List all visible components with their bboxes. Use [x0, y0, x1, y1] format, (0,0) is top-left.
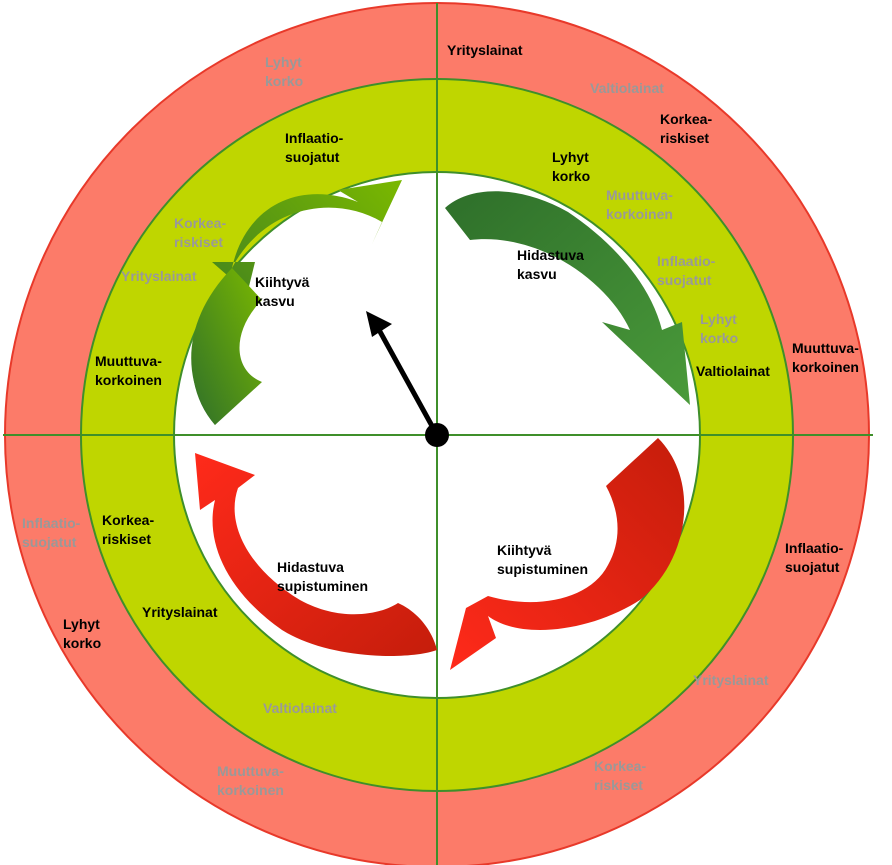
mid-label-corporate-bonds-2: Yrityslainat	[142, 604, 218, 620]
label-line-2: suojatut	[785, 559, 840, 575]
label-line-1: Lyhyt	[265, 54, 302, 70]
label-line-1: Yrityslainat	[693, 672, 769, 688]
label-line-2: korko	[552, 168, 590, 184]
label-line-2: korko	[700, 330, 738, 346]
label-line-2: korko	[63, 635, 101, 651]
outer-label-high-risk: Korkea- riskiset	[660, 111, 716, 146]
label-line-1: Lyhyt	[63, 616, 100, 632]
outer-label-government-bonds: Valtiolainat	[590, 80, 664, 96]
label-line-1: Inflaatio-	[785, 540, 844, 556]
phase-line-2: supistuminen	[497, 561, 588, 577]
label-line-1: Korkea-	[174, 215, 226, 231]
decelerating-contraction-arrow	[195, 453, 437, 656]
label-line-1: Muuttuva-	[95, 353, 162, 369]
mid-label-government-bonds-2: Valtiolainat	[263, 700, 337, 716]
phase-line-1: Hidastuva	[277, 559, 344, 575]
label-line-2: korkoinen	[95, 372, 162, 388]
phase-line-2: kasvu	[517, 266, 557, 282]
label-line-2: suojatut	[22, 534, 77, 550]
label-line-2: korkoinen	[606, 206, 673, 222]
outer-label-floating-rate: Muuttuva- korkoinen	[792, 340, 863, 375]
label-line-1: Yrityslainat	[142, 604, 218, 620]
accelerating-contraction-arrow	[450, 438, 685, 670]
needle-arrowhead	[366, 311, 392, 337]
label-line-1: Inflaatio-	[285, 130, 344, 146]
phase-line-1: Hidastuva	[517, 247, 584, 263]
mid-label-high-risk-2: Korkea- riskiset	[102, 512, 158, 547]
outer-label-corporate-bonds: Yrityslainat	[447, 42, 523, 58]
mid-label-short-rate-2: Lyhyt korko	[700, 311, 741, 346]
mid-label-high-risk: Korkea- riskiset	[174, 215, 230, 250]
outer-label-short-rate-2: Lyhyt korko	[63, 616, 104, 651]
label-line-2: korkoinen	[792, 359, 859, 375]
mid-label-floating-rate: Muuttuva- korkoinen	[95, 353, 166, 388]
phase-line-1: Kiihtyvä	[497, 542, 552, 558]
cycle-needle	[375, 326, 440, 437]
label-line-1: Lyhyt	[552, 149, 589, 165]
label-line-1: Valtiolainat	[263, 700, 337, 716]
label-line-1: Lyhyt	[700, 311, 737, 327]
label-line-2: riskiset	[660, 130, 709, 146]
phase-line-2: kasvu	[255, 293, 295, 309]
mid-label-corporate-bonds: Yrityslainat	[121, 268, 197, 284]
label-line-1: Inflaatio-	[22, 515, 81, 531]
outer-label-short-rate: Lyhyt korko	[265, 54, 306, 89]
outer-label-high-risk-2: Korkea- riskiset	[594, 758, 650, 793]
label-line-2: korko	[265, 73, 303, 89]
label-line-1: Valtiolainat	[696, 363, 770, 379]
phase-line-1: Kiihtyvä	[255, 274, 310, 290]
mid-label-inflation-protected-2: Inflaatio- suojatut	[657, 253, 719, 288]
label-line-1: Yrityslainat	[121, 268, 197, 284]
label-line-2: riskiset	[174, 234, 223, 250]
label-line-2: riskiset	[102, 531, 151, 547]
label-line-1: Muuttuva-	[792, 340, 859, 356]
mid-label-inflation-protected: Inflaatio- suojatut	[285, 130, 347, 165]
label-line-2: suojatut	[657, 272, 712, 288]
label-line-1: Muuttuva-	[606, 187, 673, 203]
accelerating-growth-arrow	[192, 180, 402, 425]
mid-label-government-bonds: Valtiolainat	[696, 363, 770, 379]
phase-label-accelerating-growth: Kiihtyvä kasvu	[255, 274, 313, 309]
mid-label-floating-rate-2: Muuttuva- korkoinen	[606, 187, 677, 222]
outer-label-inflation-protected: Inflaatio- suojatut	[785, 540, 847, 575]
decelerating-growth-arrow	[445, 191, 690, 405]
outer-label-corporate-bonds-2: Yrityslainat	[693, 672, 769, 688]
outer-label-floating-rate-2: Muuttuva- korkoinen	[217, 763, 288, 798]
outer-label-inflation-protected-2: Inflaatio- suojatut	[22, 515, 84, 550]
phase-line-2: supistuminen	[277, 578, 368, 594]
label-line-1: Korkea-	[594, 758, 646, 774]
label-line-2: riskiset	[594, 777, 643, 793]
label-line-2: suojatut	[285, 149, 340, 165]
phase-label-decelerating-growth: Hidastuva kasvu	[517, 247, 588, 282]
label-line-1: Muuttuva-	[217, 763, 284, 779]
phase-label-decelerating-contraction: Hidastuva supistuminen	[277, 559, 368, 594]
mid-label-short-rate: Lyhyt korko	[552, 149, 593, 184]
label-line-1: Korkea-	[660, 111, 712, 127]
label-line-1: Inflaatio-	[657, 253, 716, 269]
accelerating-growth-arrow-tail	[191, 268, 262, 425]
needle-hub	[425, 423, 449, 447]
label-line-1: Valtiolainat	[590, 80, 664, 96]
label-line-1: Yrityslainat	[447, 42, 523, 58]
label-line-2: korkoinen	[217, 782, 284, 798]
phase-label-accelerating-contraction: Kiihtyvä supistuminen	[497, 542, 588, 577]
label-line-1: Korkea-	[102, 512, 154, 528]
